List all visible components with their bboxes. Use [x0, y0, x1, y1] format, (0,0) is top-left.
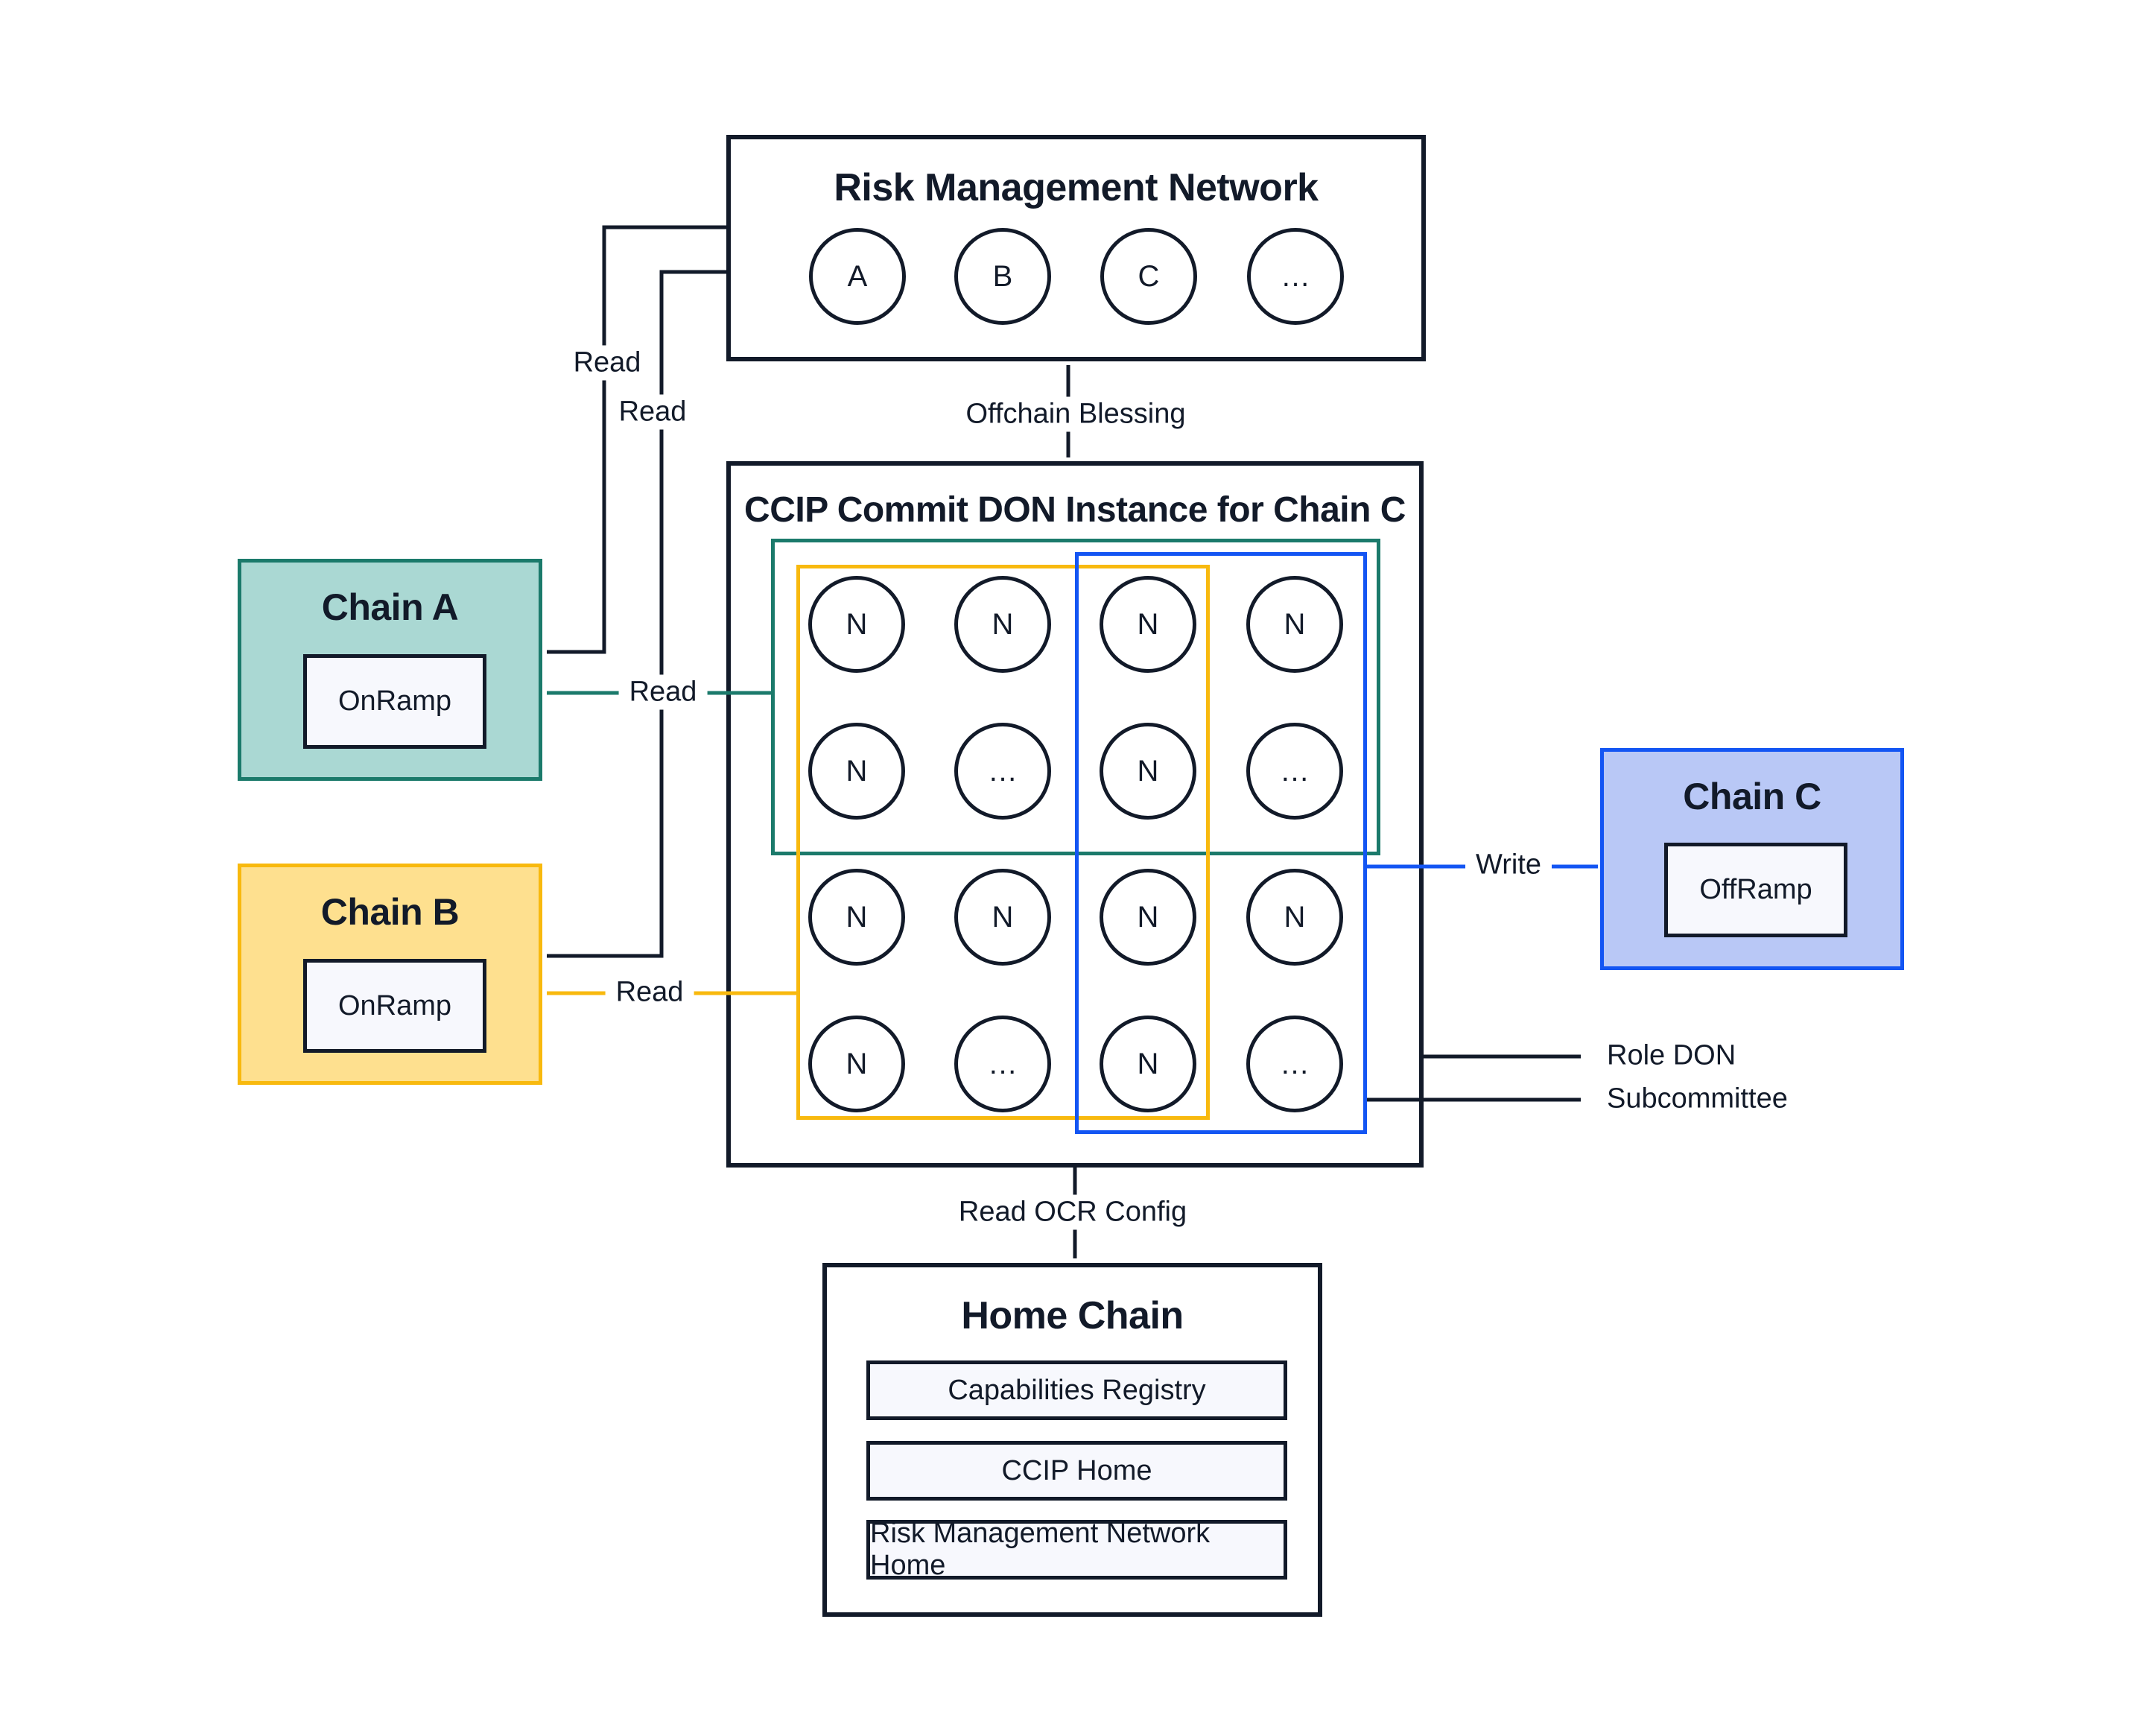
chain-b-onramp-label: OnRamp — [337, 989, 452, 1021]
read-label-rmn-chain-a: Read — [562, 345, 652, 381]
don-node-ellipsis: … — [1246, 1016, 1343, 1112]
chain-b-box: Chain B OnRamp — [238, 864, 542, 1085]
don-node: N — [808, 869, 905, 966]
don-node: N — [1100, 1016, 1196, 1112]
rmn-home-panel: Risk Management Network Home — [866, 1518, 1287, 1581]
chain-b-onramp-panel: OnRamp — [303, 959, 486, 1053]
don-node-ellipsis: … — [954, 723, 1051, 820]
don-node-ellipsis: … — [1246, 723, 1343, 820]
read-ocr-config-label: Read OCR Config — [948, 1194, 1198, 1230]
write-label: Write — [1465, 847, 1552, 883]
chain-c-box: Chain C OffRamp — [1600, 748, 1904, 970]
don-node: N — [954, 576, 1051, 673]
subcommittee-label: Subcommittee — [1607, 1083, 1788, 1115]
read-arrow-rmn-to-chain-a — [547, 225, 726, 654]
don-node: N — [808, 1016, 905, 1112]
home-chain-box: Home Chain Capabilities Registry CCIP Ho… — [822, 1263, 1322, 1617]
don-node: N — [954, 869, 1051, 966]
chain-a-onramp-panel: OnRamp — [303, 654, 486, 749]
chain-b-subset-rect — [796, 565, 1210, 1120]
rmn-node-c: C — [1100, 228, 1197, 325]
ccip-home-label: CCIP Home — [1001, 1454, 1152, 1486]
chain-c-offramp-panel: OffRamp — [1664, 843, 1847, 937]
home-chain-title: Home Chain — [961, 1294, 1184, 1337]
don-node-ellipsis: … — [954, 1016, 1051, 1112]
ccip-home-panel: CCIP Home — [866, 1441, 1287, 1501]
read-label-don-chain-b: Read — [605, 975, 694, 1010]
don-node: N — [808, 723, 905, 820]
read-label-don-chain-a: Read — [618, 674, 708, 710]
rmn-node-a: A — [809, 228, 906, 325]
ccip-commit-don-title: CCIP Commit DON Instance for Chain C — [744, 490, 1406, 530]
rmn-node-b: B — [954, 228, 1051, 325]
don-node: N — [1246, 576, 1343, 673]
chain-b-title: Chain B — [320, 891, 460, 933]
subcommittee-subset-rect — [1075, 552, 1367, 1134]
chain-c-offramp-label: OffRamp — [1699, 874, 1812, 905]
capabilities-registry-label: Capabilities Registry — [948, 1374, 1206, 1406]
chain-a-onramp-label: OnRamp — [337, 685, 452, 717]
don-node: N — [1100, 869, 1196, 966]
don-node: N — [1246, 869, 1343, 966]
capabilities-registry-panel: Capabilities Registry — [866, 1360, 1287, 1420]
risk-management-network-title: Risk Management Network — [834, 166, 1319, 209]
rmn-home-label: Risk Management Network Home — [870, 1518, 1211, 1581]
chain-a-title: Chain A — [321, 586, 459, 628]
chain-a-box: Chain A OnRamp — [238, 559, 542, 781]
don-node: N — [808, 576, 905, 673]
don-node: N — [1100, 576, 1196, 673]
rmn-node-ellipsis: … — [1247, 228, 1344, 325]
chain-c-title: Chain C — [1683, 776, 1821, 817]
don-node: N — [1100, 723, 1196, 820]
offchain-blessing-label: Offchain Blessing — [955, 396, 1196, 432]
role-don-label: Role DON — [1607, 1039, 1736, 1071]
read-label-rmn-chain-b: Read — [608, 394, 697, 430]
